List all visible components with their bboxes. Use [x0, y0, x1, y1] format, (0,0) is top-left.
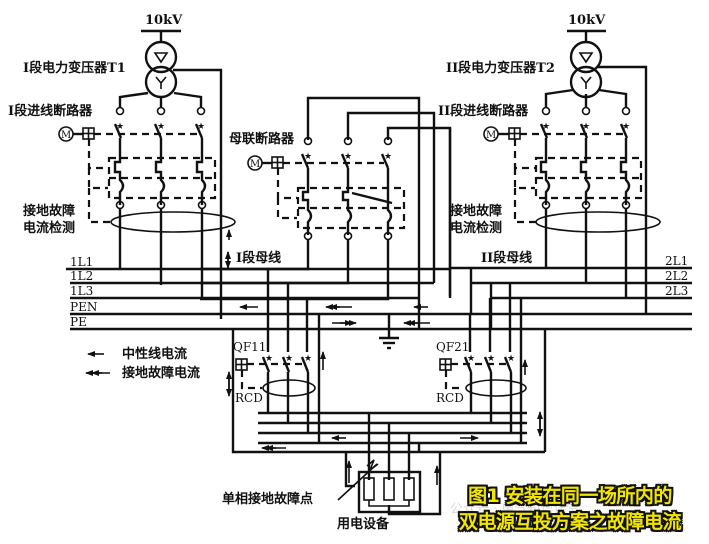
- load-label: 用电设备: [336, 516, 390, 532]
- bus-left-label: I段母线: [236, 250, 281, 266]
- caption-line-1: 图1 安装在同一场所内的: [468, 485, 672, 507]
- bus-line-pen: PEN: [70, 300, 97, 314]
- caption-line-2: 双电源互投方案之故障电流: [458, 511, 682, 533]
- bus-line-2l3: 2L3: [665, 284, 688, 298]
- gf-detect-left-line2: 电流检测: [23, 220, 75, 236]
- bus-line-pe: PE: [70, 315, 87, 329]
- svg-text:★: ★: [384, 152, 392, 162]
- t1-label: I段电力变压器T1: [23, 60, 126, 76]
- t2-label: II段电力变压器T2: [446, 60, 555, 76]
- bus-line-1l3: 1L3: [70, 284, 93, 298]
- svg-text:★: ★: [507, 354, 515, 364]
- feeder-qf21: QF21 ★ ★ ★ RCD: [436, 283, 547, 452]
- gf-detect-left-line1: 接地故障: [23, 203, 75, 219]
- transformer-t2: 10kV II段电力变压器T2: [446, 13, 648, 314]
- svg-text:★: ★: [582, 122, 590, 132]
- transformer-t1: 10kV I段电力变压器T1: [23, 13, 223, 319]
- feeder-qf11: QF11 ★ ★ ★ RCD: [226, 269, 326, 443]
- fault-point-label: 单相接地故障点: [222, 491, 313, 507]
- legend-ground-fault-current: 接地故障电流: [122, 365, 200, 381]
- svg-text:★: ★: [197, 122, 205, 132]
- qf11-rcd-label: RCD: [235, 391, 263, 405]
- current-arrows: [225, 229, 430, 326]
- incoming-breaker-left-label: I段进线断路器: [8, 103, 93, 119]
- qf11-label: QF11: [233, 340, 266, 354]
- bus-line-1l2: 1L2: [70, 269, 93, 283]
- bus-line-2l1: 2L1: [665, 254, 688, 268]
- bus-tie-breaker: 母联断路器 ★ ★ ★ M: [200, 96, 452, 329]
- busbars: 1L1 1L2 1L3 PEN PE 2L1 2L2 2L3 I段母线 II段母…: [66, 128, 692, 350]
- svg-text:M: M: [486, 130, 496, 141]
- svg-text:★: ★: [467, 354, 475, 364]
- t2-voltage-label: 10kV: [568, 13, 606, 28]
- bus-line-2l2: 2L2: [665, 269, 688, 283]
- incoming-breaker-right: II段进线断路器 ★ ★ ★ M: [438, 103, 661, 297]
- qf21-rcd-label: RCD: [436, 391, 464, 405]
- qf21-label: QF21: [436, 340, 469, 354]
- incoming-breaker-right-label: II段进线断路器: [438, 103, 529, 119]
- load-equipment: 单相接地故障点 用电设备: [222, 413, 442, 532]
- svg-text:★: ★: [542, 122, 550, 132]
- incoming-breaker-left: I段进线断路器 ★ ★ ★ M: [8, 103, 236, 299]
- figure-caption: 图1 安装在同一场所内的 双电源互投方案之故障电流: [434, 483, 706, 535]
- svg-text:M: M: [61, 130, 71, 141]
- bus-line-1l1: 1L1: [70, 255, 93, 269]
- bus-tie-label: 母联断路器: [229, 131, 295, 147]
- bus-right-label: II段母线: [481, 250, 532, 266]
- svg-text:★: ★: [622, 122, 630, 132]
- svg-text:M: M: [250, 159, 260, 170]
- t1-voltage-label: 10kV: [145, 13, 183, 28]
- svg-text:★: ★: [487, 354, 495, 364]
- legend-neutral-current: 中性线电流: [122, 346, 187, 362]
- watermark: 公众号 · 电气知识课堂: [450, 502, 580, 517]
- gf-detect-right-line2: 电流检测: [450, 220, 502, 236]
- svg-text:★: ★: [265, 354, 273, 364]
- svg-text:★: ★: [285, 354, 293, 364]
- legend: 中性线电流 接地故障电流: [85, 346, 200, 381]
- svg-text:★: ★: [116, 122, 124, 132]
- svg-text:★: ★: [157, 122, 165, 132]
- svg-text:★: ★: [304, 152, 312, 162]
- svg-text:★: ★: [344, 152, 352, 162]
- gf-detect-right-line1: 接地故障: [450, 203, 502, 219]
- svg-text:★: ★: [304, 354, 312, 364]
